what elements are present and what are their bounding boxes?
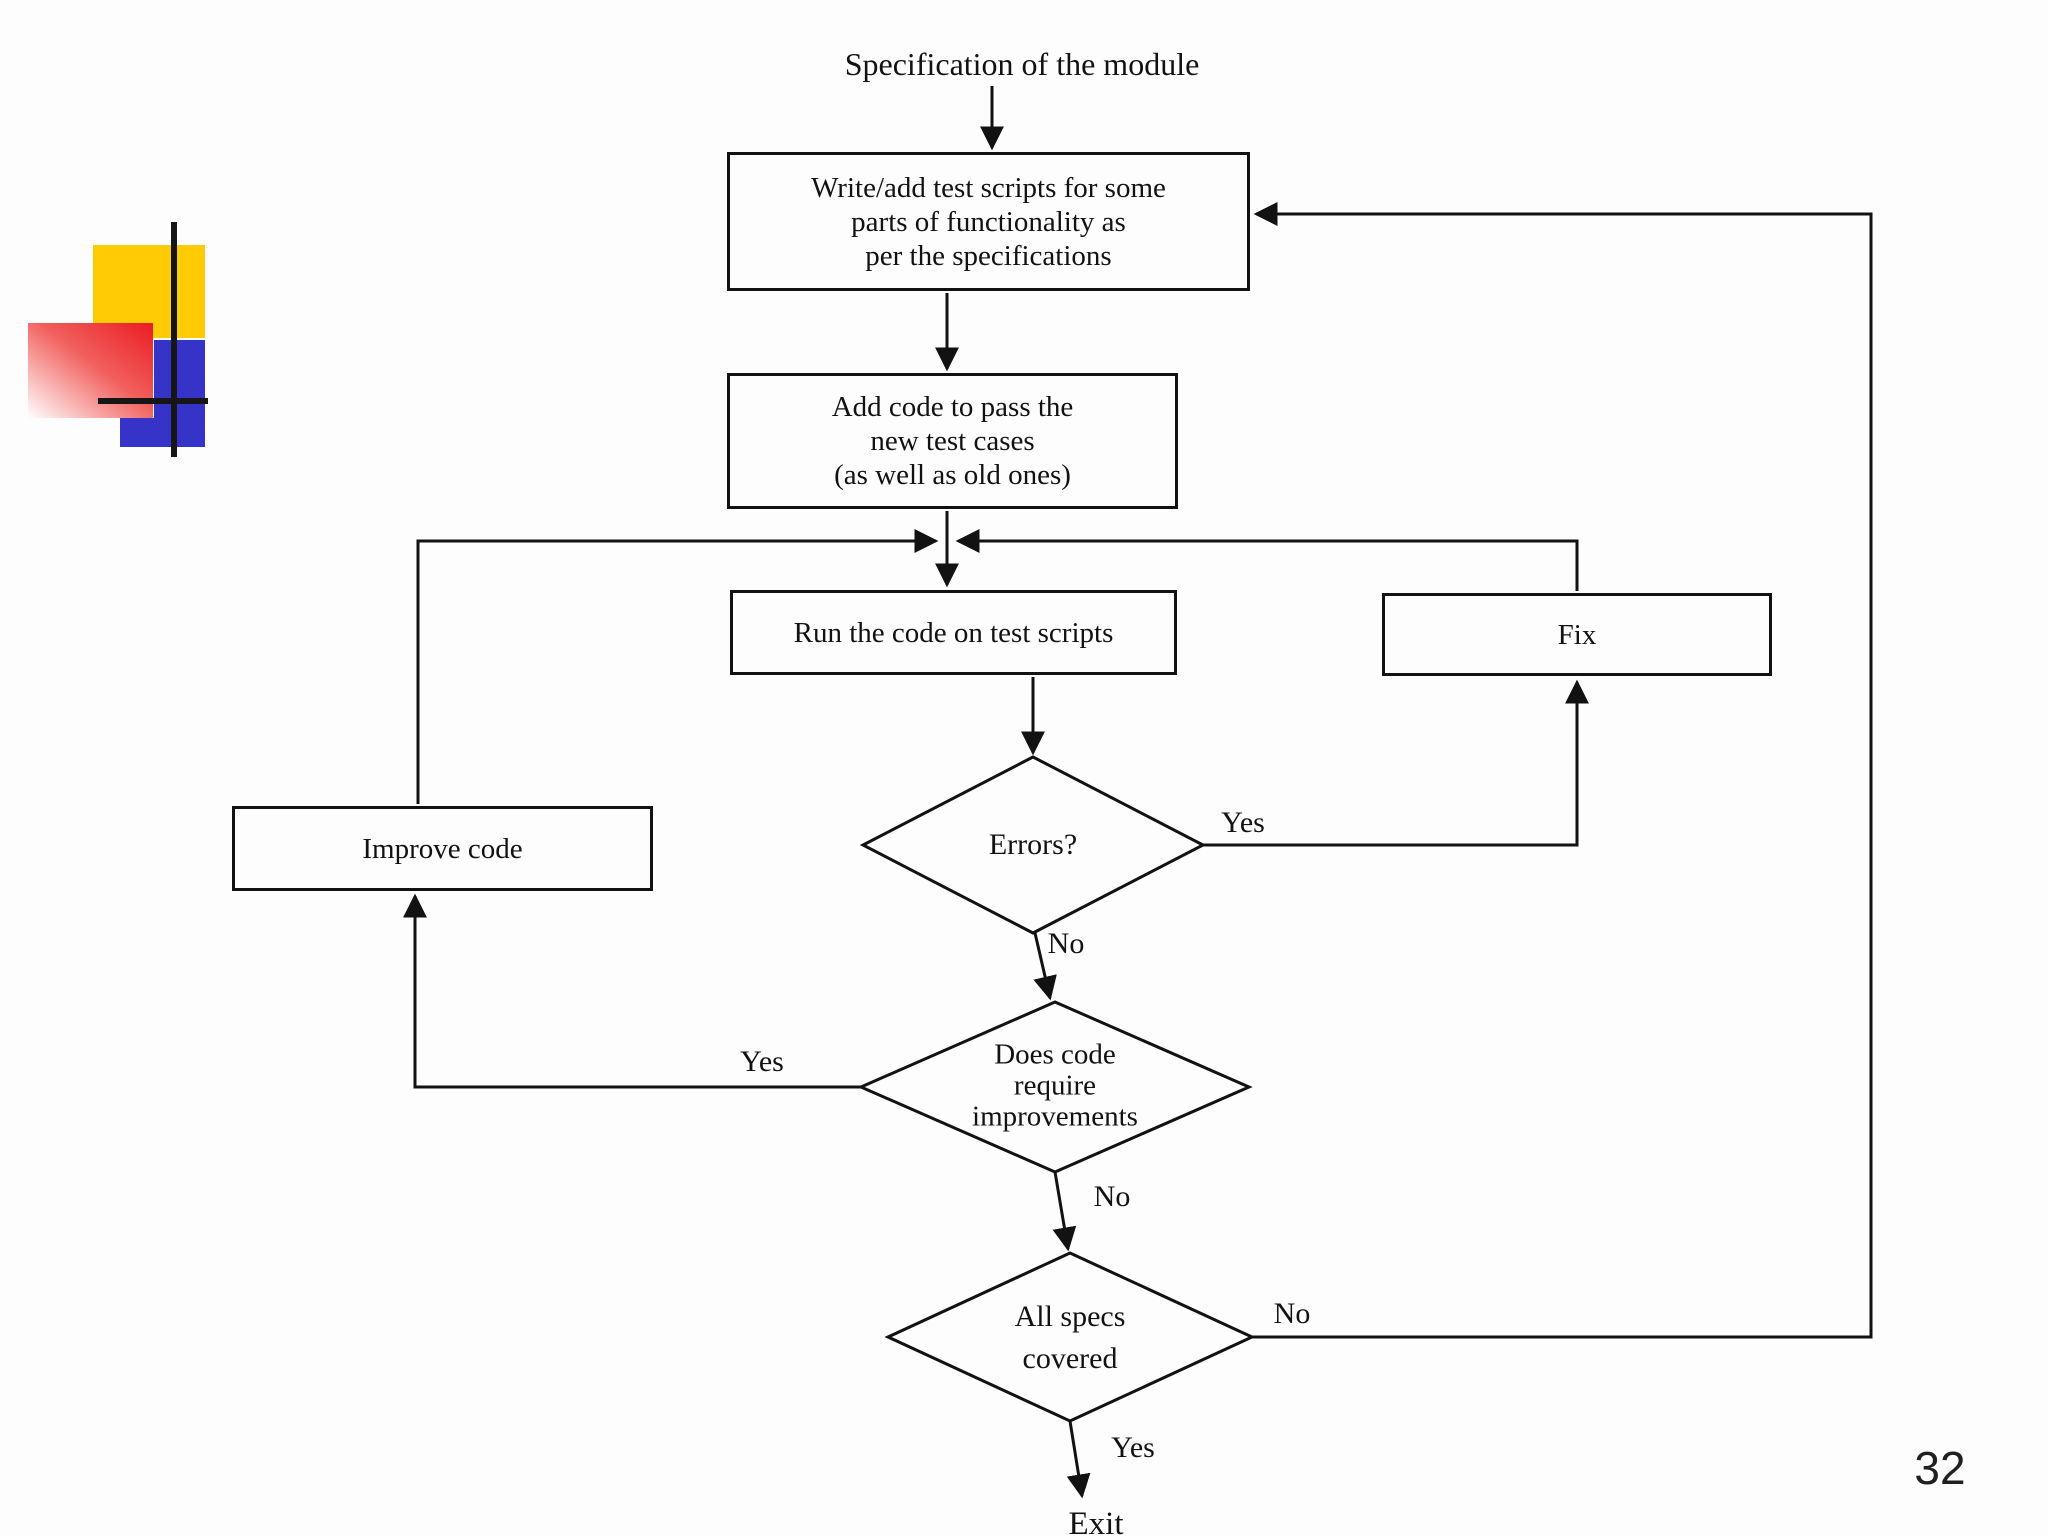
edge-errors-yes-to-fix — [1203, 679, 1589, 847]
end-label: Exit — [1068, 1506, 1124, 1536]
edge-all-specs-yes-to-exit — [1066, 1420, 1091, 1499]
edge-improve-loop-to-junction — [416, 529, 939, 804]
edge-label-errors-yes: Yes — [1221, 806, 1265, 839]
node-run-code-box: Run the code on test scripts — [730, 590, 1177, 675]
edge-errors-no-to-improvements — [1033, 932, 1057, 1001]
page-number: 32 — [1914, 1442, 1966, 1494]
edge-fix-loop-to-junction — [955, 529, 1579, 591]
node-improve-code-box: Improve code — [232, 806, 653, 891]
decision-all-specs-diamond — [884, 1251, 1256, 1423]
logo-yellow-square — [93, 245, 205, 338]
decision-errors-diamond — [859, 755, 1207, 935]
decision-all-specs-label: All specs covered — [1014, 1300, 1126, 1375]
decision-errors-label: Errors? — [988, 828, 1078, 861]
edge-label-all-specs-no: No — [1273, 1297, 1311, 1330]
flowchart-decisions — [857, 755, 1256, 1423]
decision-improvements-label: Does code require improvements — [972, 1038, 1138, 1133]
node-add-code-box: Add code to pass the new test cases (as … — [727, 373, 1178, 509]
node-write-tests-box: Write/add test scripts for some parts of… — [727, 152, 1250, 291]
edge-all-specs-no-to-write-tests — [1252, 202, 1873, 1339]
edge-label-improvements-no: No — [1093, 1180, 1131, 1213]
start-label: Specification of the module — [844, 46, 1200, 82]
edge-label-all-specs-yes: Yes — [1111, 1431, 1155, 1464]
edge-label-improvements-yes: Yes — [740, 1045, 784, 1078]
logo-cross-vertical-bar — [171, 222, 177, 457]
logo-cross-horizontal-bar — [98, 398, 208, 404]
slide-logo — [28, 222, 208, 457]
node-fix-box: Fix — [1382, 593, 1772, 676]
logo-blue-rect-foot — [120, 418, 205, 447]
edge-improvements-no-to-all-specs — [1052, 1171, 1077, 1252]
flowchart-edges — [403, 86, 1873, 1499]
decision-improvements-diamond — [857, 1000, 1253, 1174]
edge-label-errors-no: No — [1047, 927, 1085, 960]
edge-improvements-yes-to-improve — [403, 893, 861, 1089]
